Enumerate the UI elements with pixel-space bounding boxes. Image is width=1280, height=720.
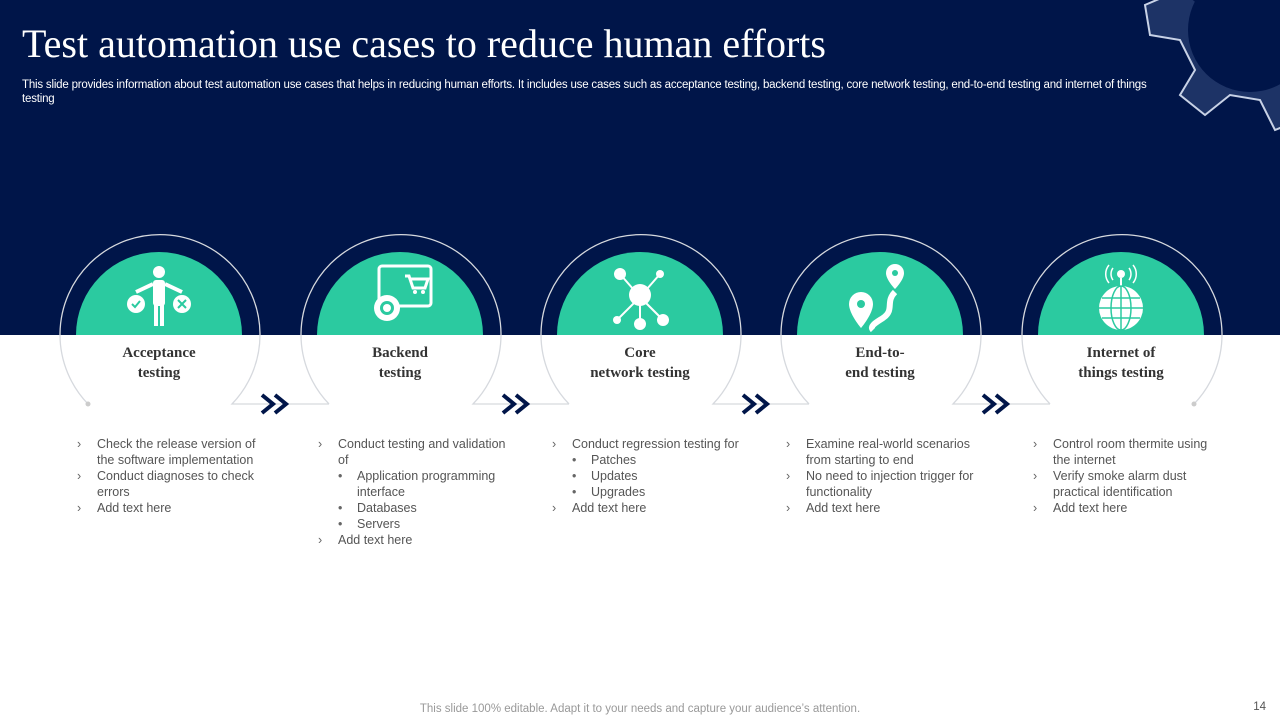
card-bullet-list: Control room thermite using the internet… <box>1033 436 1223 516</box>
card-outline-arc <box>540 234 809 405</box>
card-heading-line: things testing <box>1078 365 1164 381</box>
list-item: Add text here <box>786 500 976 516</box>
card-heading-line: Acceptance <box>122 345 196 361</box>
card-semicircle <box>797 252 963 335</box>
double-chevron-icon <box>981 393 1011 415</box>
list-item: No need to injection trigger for functio… <box>786 468 976 500</box>
route-pin-icon <box>845 262 915 333</box>
card-heading-line: Backend <box>372 345 428 361</box>
card-bullet-list: Conduct regression testing forPatchesUpd… <box>552 436 742 516</box>
list-item: Application programming interface <box>318 468 508 500</box>
card-heading-line: End-to- <box>855 345 905 361</box>
list-item: Upgrades <box>552 484 742 500</box>
list-item: Add text here <box>1033 500 1223 516</box>
globe-antenna-icon <box>1086 262 1156 332</box>
double-chevron-icon <box>260 393 290 415</box>
list-item: Control room thermite using the internet <box>1033 436 1223 468</box>
arc-end-dot <box>1191 401 1197 407</box>
card-bullet-list: Check the release version of the softwar… <box>77 436 267 516</box>
list-item: Add text here <box>77 500 267 516</box>
list-item: Add text here <box>552 500 742 516</box>
card-heading-line: Internet of <box>1086 345 1156 361</box>
card-semicircle <box>317 252 483 335</box>
card-bullet-list: Examine real-world scenarios from starti… <box>786 436 976 516</box>
list-item: Databases <box>318 500 508 516</box>
card-heading-line: testing <box>137 365 181 381</box>
monitor-cart-gear-icon <box>365 262 435 332</box>
card-heading: End-to-end testing <box>780 343 980 383</box>
card-heading: Backend testing <box>300 343 500 383</box>
card-heading: Acceptance testing <box>59 343 259 383</box>
list-item: Patches <box>552 452 742 468</box>
page-number: 14 <box>1253 701 1266 713</box>
list-item: Conduct testing and validation of <box>318 436 508 468</box>
list-item: Verify smoke alarm dust practical identi… <box>1033 468 1223 500</box>
card-heading-line: testing <box>378 365 422 381</box>
gear-icon <box>1143 0 1280 132</box>
page-subtitle: This slide provides information about te… <box>22 79 1147 105</box>
list-item: Conduct diagnoses to check errors <box>77 468 267 500</box>
double-chevron-icon <box>741 393 771 415</box>
card-heading-line: network testing <box>590 365 690 381</box>
list-item: Servers <box>318 516 508 532</box>
arc-start-dot <box>85 401 91 407</box>
card-bullet-list: Conduct testing and validation ofApplica… <box>318 436 508 548</box>
card-heading: Core network testing <box>540 343 740 383</box>
network-icon <box>605 262 675 332</box>
card-heading: Internet of things testing <box>1021 343 1221 383</box>
card-outline-arc <box>300 234 569 405</box>
list-item: Add text here <box>318 532 508 548</box>
list-item: Examine real-world scenarios from starti… <box>786 436 976 468</box>
footer-note: This slide 100% editable. Adapt it to yo… <box>419 703 861 715</box>
page-title: Test automation use cases to reduce huma… <box>22 21 826 66</box>
card-outline-arc <box>780 234 1050 405</box>
balance-person-icon <box>124 262 194 332</box>
list-item: Check the release version of the softwar… <box>77 436 267 468</box>
list-item: Conduct regression testing for <box>552 436 742 452</box>
card-outline-arc <box>1021 234 1223 405</box>
double-chevron-icon <box>501 393 531 415</box>
list-item: Updates <box>552 468 742 484</box>
card-outline-arc <box>59 234 329 405</box>
card-heading-line: Core <box>624 345 656 361</box>
card-heading-line: end testing <box>845 365 915 381</box>
